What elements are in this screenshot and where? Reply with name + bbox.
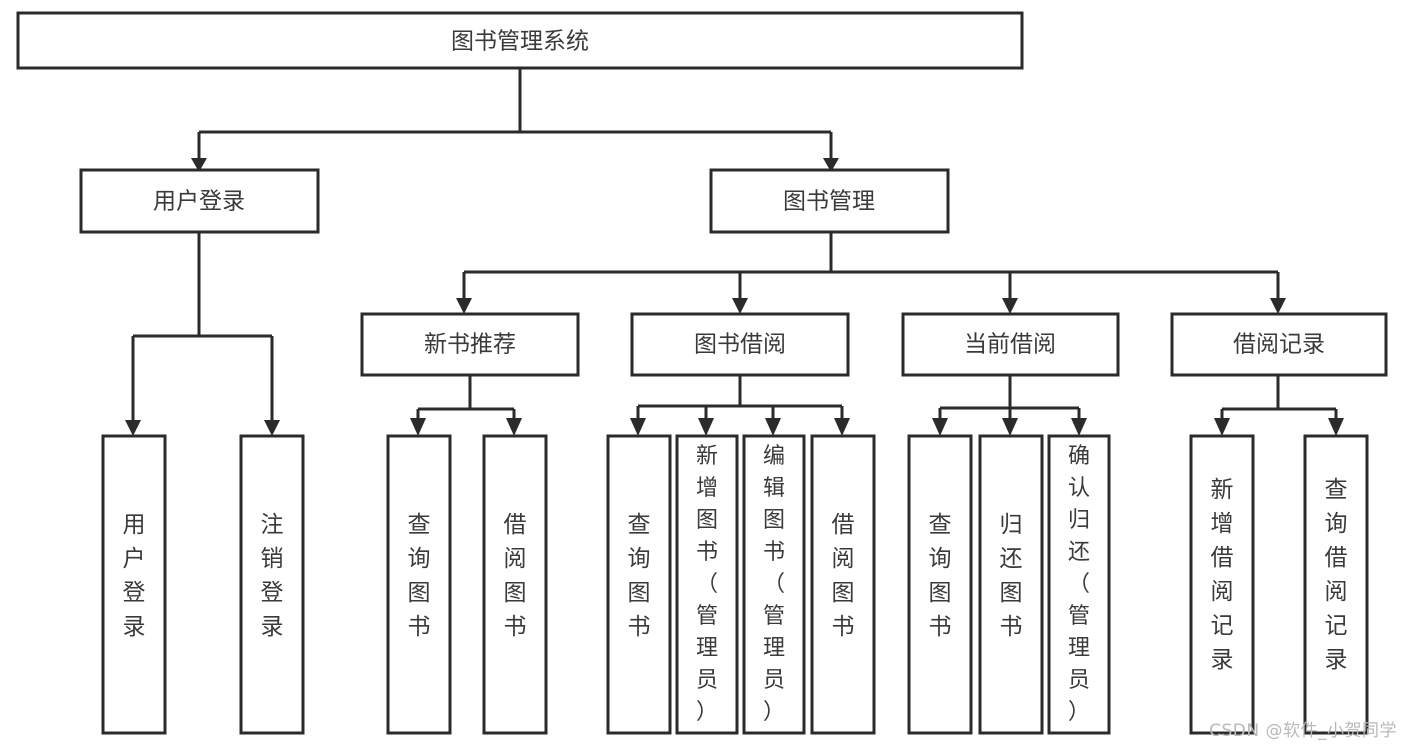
node-book-borrow-box[interactable] bbox=[630, 312, 850, 377]
node-root-label: 图书管理系统 bbox=[451, 29, 589, 55]
arrow-head-new-book-leaf-1 bbox=[410, 418, 426, 436]
leaf-borrow-record-query[interactable]: 查询借阅记录 bbox=[1303, 434, 1369, 735]
arrow-head-new-book bbox=[456, 298, 472, 314]
leaf-borrow-record-add-label: 新增借阅记录 bbox=[1211, 477, 1234, 673]
node-current-borrow-box[interactable] bbox=[901, 312, 1120, 377]
leaf-borrow-record-add[interactable]: 新增借阅记录 bbox=[1189, 434, 1255, 735]
leaf-current-borrow-return[interactable]: 归还图书 bbox=[978, 434, 1044, 735]
leaf-book-borrow-edit[interactable]: 编辑图书（管理员） bbox=[742, 434, 806, 735]
leaf-user-login-logout-label: 注销登录 bbox=[261, 512, 284, 640]
leaf-book-borrow-edit-label: 编辑图书（管理员） bbox=[763, 444, 785, 725]
leaf-current-borrow-confirm[interactable]: 确认归还（管理员） bbox=[1047, 434, 1111, 735]
connector-layer bbox=[125, 68, 1344, 436]
leaf-new-book-borrow[interactable]: 借阅图书 bbox=[482, 434, 548, 735]
arrow-head-borrow-record-leaf-1 bbox=[1214, 418, 1230, 436]
leaf-borrow-record-query-box[interactable] bbox=[1303, 434, 1369, 735]
arrow-head-book-borrow-leaf-2 bbox=[698, 418, 714, 436]
leaf-new-book-query-box[interactable] bbox=[386, 434, 452, 735]
leaf-user-login-logout[interactable]: 注销登录 bbox=[239, 434, 305, 735]
leaf-book-borrow-add-box[interactable] bbox=[675, 434, 739, 735]
leaf-new-book-borrow-box[interactable] bbox=[482, 434, 548, 735]
node-user-login[interactable]: 用户登录 bbox=[79, 168, 320, 234]
leaf-book-borrow-add[interactable]: 新增图书（管理员） bbox=[675, 434, 739, 735]
arrow-head-current-borrow-leaf-3 bbox=[1071, 418, 1087, 436]
node-user-login-box[interactable] bbox=[79, 168, 320, 234]
arrow-head-current-borrow-leaf-2 bbox=[1002, 418, 1018, 436]
leaf-current-borrow-return-label: 归还图书 bbox=[1000, 512, 1023, 640]
node-book-borrow[interactable]: 图书借阅 bbox=[630, 312, 850, 377]
leaf-user-login-logout-box[interactable] bbox=[239, 434, 305, 735]
arrow-head-current-borrow-leaf-1 bbox=[932, 418, 948, 436]
leaf-book-borrow-borrow-box[interactable] bbox=[810, 434, 876, 735]
node-user-login-label: 用户登录 bbox=[153, 189, 245, 215]
leaf-user-login-login[interactable]: 用户登录 bbox=[101, 434, 167, 735]
node-book-management-label: 图书管理 bbox=[783, 189, 875, 215]
node-new-book-recommend[interactable]: 新书推荐 bbox=[360, 312, 580, 377]
csdn-watermark: CSDN @软件_小贺同学 bbox=[1209, 721, 1397, 741]
leaf-current-borrow-confirm-box[interactable] bbox=[1047, 434, 1111, 735]
arrow-head-borrow-record-leaf-2 bbox=[1328, 418, 1344, 436]
leaf-user-login-login-label: 用户登录 bbox=[123, 512, 146, 640]
arrow-head-current-borrow bbox=[1002, 298, 1018, 314]
leaf-current-borrow-confirm-label: 确认归还（管理员） bbox=[1068, 444, 1090, 725]
arrow-head-user-login bbox=[191, 158, 207, 172]
arrow-head-book-borrow-leaf-3 bbox=[765, 418, 781, 436]
leaf-current-borrow-query[interactable]: 查询图书 bbox=[907, 434, 973, 735]
leaf-user-login-login-box[interactable] bbox=[101, 434, 167, 735]
leaf-current-borrow-return-box[interactable] bbox=[978, 434, 1044, 735]
node-new-book-recommend-label: 新书推荐 bbox=[424, 332, 516, 358]
leaf-current-borrow-query-box[interactable] bbox=[907, 434, 973, 735]
node-new-book-recommend-box[interactable] bbox=[360, 312, 580, 377]
leaf-book-borrow-query-box[interactable] bbox=[606, 434, 672, 735]
node-borrow-record-label: 借阅记录 bbox=[1233, 332, 1325, 358]
node-borrow-record[interactable]: 借阅记录 bbox=[1170, 312, 1388, 377]
node-root-box[interactable] bbox=[16, 11, 1024, 70]
leaf-book-borrow-query[interactable]: 查询图书 bbox=[606, 434, 672, 735]
leaf-new-book-borrow-label: 借阅图书 bbox=[504, 512, 527, 640]
leaf-book-borrow-edit-box[interactable] bbox=[742, 434, 806, 735]
leaf-book-borrow-borrow[interactable]: 借阅图书 bbox=[810, 434, 876, 735]
arrow-head-new-book-leaf-2 bbox=[506, 418, 522, 436]
arrow-head-user-login-leaf-1 bbox=[125, 420, 141, 436]
leaf-borrow-record-query-label: 查询借阅记录 bbox=[1325, 477, 1348, 673]
leaf-borrow-record-add-box[interactable] bbox=[1189, 434, 1255, 735]
arrow-head-book-borrow-leaf-4 bbox=[834, 418, 850, 436]
leaf-book-borrow-query-label: 查询图书 bbox=[628, 512, 651, 640]
leaf-new-book-query-label: 查询图书 bbox=[408, 512, 431, 640]
node-current-borrow-label: 当前借阅 bbox=[964, 332, 1056, 358]
arrow-head-book-borrow-leaf-1 bbox=[630, 418, 646, 436]
node-current-borrow[interactable]: 当前借阅 bbox=[901, 312, 1120, 377]
arrow-head-borrow-record bbox=[1270, 298, 1286, 314]
leaf-book-borrow-add-label: 新增图书（管理员） bbox=[696, 444, 718, 725]
leaf-current-borrow-query-label: 查询图书 bbox=[929, 512, 952, 640]
arrow-head-user-login-leaf-2 bbox=[264, 420, 280, 436]
leaf-book-borrow-borrow-label: 借阅图书 bbox=[832, 512, 855, 640]
arrow-head-book-borrow bbox=[732, 298, 748, 314]
arrow-head-book-mgmt bbox=[823, 158, 839, 172]
leaf-new-book-query[interactable]: 查询图书 bbox=[386, 434, 452, 735]
node-book-management-box[interactable] bbox=[709, 168, 950, 234]
node-root[interactable]: 图书管理系统 bbox=[16, 11, 1024, 70]
node-book-management[interactable]: 图书管理 bbox=[709, 168, 950, 234]
node-borrow-record-box[interactable] bbox=[1170, 312, 1388, 377]
node-book-borrow-label: 图书借阅 bbox=[694, 332, 786, 358]
